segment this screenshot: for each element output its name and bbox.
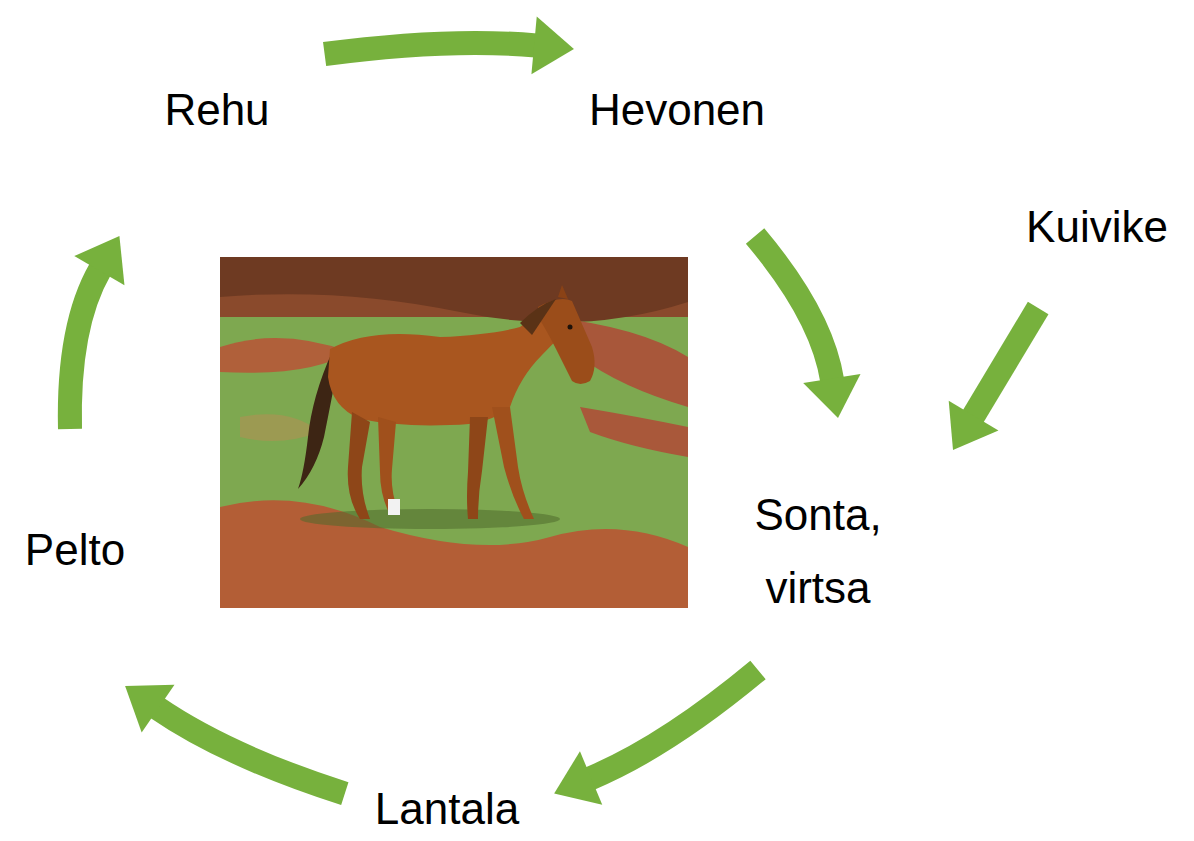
cycle-step: Rehu bbox=[164, 84, 269, 136]
cycle-step: Sonta, virtsa bbox=[718, 478, 918, 624]
cycle-arrow bbox=[325, 16, 574, 74]
arrow-head bbox=[803, 374, 860, 418]
arrow-head bbox=[949, 401, 999, 450]
step-label: Pelto bbox=[25, 525, 125, 574]
grass-patch bbox=[240, 414, 320, 441]
cycle-step: Pelto bbox=[25, 524, 125, 576]
arrow-shaft bbox=[589, 670, 758, 779]
cycle-step: Hevonen bbox=[589, 84, 765, 136]
step-label: Kuivike bbox=[1026, 202, 1168, 251]
dark-soil bbox=[220, 257, 688, 322]
arrow-head bbox=[531, 16, 573, 74]
arrow-shaft bbox=[755, 236, 832, 380]
arrow-shaft bbox=[325, 43, 536, 54]
arrow-shaft bbox=[973, 308, 1039, 417]
arrow-shaft bbox=[156, 708, 344, 794]
cycle-arrow bbox=[949, 308, 1038, 450]
arrow-head bbox=[74, 236, 124, 285]
grass-ground bbox=[220, 257, 688, 608]
cycle-step: Lantala bbox=[375, 783, 519, 835]
step-label: Rehu bbox=[164, 85, 269, 134]
step-label: Sonta, virtsa bbox=[754, 490, 881, 612]
horse-figure bbox=[298, 285, 595, 519]
step-label: Lantala bbox=[375, 784, 519, 833]
arrow-shaft bbox=[70, 269, 101, 429]
cycle-arrow bbox=[755, 236, 860, 418]
arrow-head bbox=[554, 751, 602, 805]
soil-patch bbox=[580, 407, 688, 457]
arrow-head bbox=[125, 685, 174, 733]
cycle-arrow bbox=[125, 685, 345, 794]
step-label: Hevonen bbox=[589, 85, 765, 134]
soil-patch bbox=[220, 500, 688, 608]
cycle-arrow bbox=[70, 236, 125, 429]
cycle-step: Kuivike bbox=[1026, 201, 1168, 253]
horse-photo bbox=[220, 257, 688, 608]
cycle-arrow bbox=[554, 670, 758, 805]
